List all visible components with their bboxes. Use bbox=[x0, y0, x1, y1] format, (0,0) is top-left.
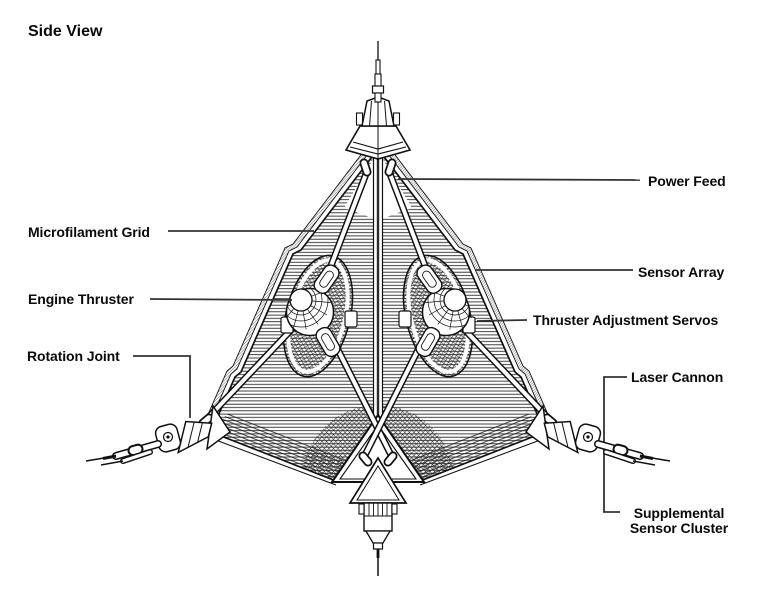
label-supplemental-line1: Supplemental bbox=[633, 505, 725, 521]
label-sensor-array: Sensor Array bbox=[638, 264, 725, 280]
right-laser-cannon bbox=[594, 440, 671, 466]
label-microfilament-grid: Microfilament Grid bbox=[28, 224, 150, 240]
left-laser-cannon bbox=[85, 440, 162, 466]
servo-clevis-brackets bbox=[313, 264, 443, 358]
leader-power-feed bbox=[397, 178, 641, 181]
tail-fin-assembly bbox=[348, 456, 408, 576]
label-supplemental-line2: Sensor Cluster bbox=[629, 520, 729, 536]
lower-crossed-servo-rods bbox=[330, 338, 426, 467]
antenna-mast bbox=[371, 41, 385, 103]
center-seam bbox=[372, 151, 384, 419]
label-rotation-joint: Rotation Joint bbox=[27, 348, 120, 364]
label-supplemental-sensor-cluster: Supplemental Sensor Cluster bbox=[613, 506, 745, 536]
left-engine-ball bbox=[285, 287, 335, 337]
label-engine-thruster: Engine Thruster bbox=[28, 291, 134, 307]
page-title: Side View bbox=[28, 23, 103, 40]
leader-engine-thruster bbox=[149, 298, 293, 301]
right-engine-ball bbox=[421, 287, 471, 337]
label-power-feed: Power Feed bbox=[648, 173, 726, 189]
leader-thruster-servos bbox=[476, 319, 528, 322]
right-thruster-hub bbox=[443, 288, 467, 312]
label-laser-cannon: Laser Cannon bbox=[631, 369, 724, 385]
leader-rotation-joint bbox=[133, 355, 191, 418]
leader-lines bbox=[133, 178, 641, 513]
right-upper-servo-rod bbox=[384, 158, 431, 275]
left-thruster-hub bbox=[289, 288, 313, 312]
probe-collar bbox=[372, 542, 384, 550]
left-upper-servo-rod bbox=[325, 158, 372, 275]
apex-collar bbox=[344, 125, 412, 160]
label-thruster-adjustment-servos: Thruster Adjustment Servos bbox=[533, 312, 719, 328]
